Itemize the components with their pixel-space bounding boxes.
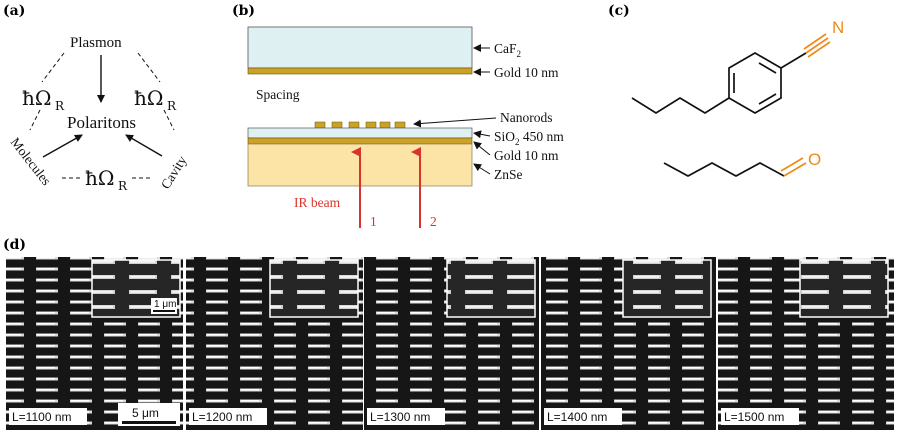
caf2-label: CaF2: [494, 41, 521, 59]
cavity-label: Cavity: [158, 153, 190, 192]
coupling-right: ħΩ R: [134, 86, 177, 113]
length-label-1400: L=1400 nm: [547, 410, 607, 424]
inset-scale-label: 1 μm: [154, 299, 176, 310]
svg-text:CaF2: CaF2: [494, 41, 521, 59]
svg-text:ħΩ: ħΩ: [22, 86, 51, 110]
beam-1-label: 1: [370, 214, 377, 229]
plasmon-label: Plasmon: [70, 35, 122, 51]
panel-d-label: (d): [3, 237, 26, 253]
sem-image-1200: L=1200 nm: [186, 257, 363, 430]
panel-d: (d) 1 μm L=1100 nm 5 μm L=1200 nm L=: [3, 237, 894, 430]
length-label-1500: L=1500 nm: [724, 410, 784, 424]
molecules-arrow: [42, 134, 83, 158]
coupling-bottom: ħΩ R: [85, 166, 128, 193]
sem-image-1100: 1 μm L=1100 nm 5 μm: [6, 257, 183, 430]
beam-2-label: 2: [430, 214, 437, 229]
svg-text:ħΩ: ħΩ: [85, 166, 114, 190]
panel-c-label: (c): [608, 3, 630, 19]
length-label-1200: L=1200 nm: [192, 410, 252, 424]
length-label-box: [544, 408, 622, 425]
svg-text:SiO2 450 nm: SiO2 450 nm: [494, 129, 564, 147]
svg-text:ħΩ: ħΩ: [134, 86, 163, 110]
molecules-label: Molecules: [8, 135, 54, 189]
main-scale-bar: [122, 421, 176, 424]
sem-image-1400: L=1400 nm: [541, 257, 716, 430]
inset-scale-bar: [153, 310, 175, 312]
length-label-box: [9, 408, 87, 425]
sem-image-1500: L=1500 nm: [718, 257, 894, 430]
polaritons-label: Polaritons: [67, 113, 136, 132]
svg-text:R: R: [118, 179, 128, 193]
sem-inset: [799, 259, 889, 318]
nitrile-nitrogen: N: [832, 18, 844, 37]
coupling-line: [163, 109, 175, 131]
sem-inset: [446, 259, 536, 318]
main-scale-box: [118, 403, 180, 426]
nanorods-label: Nanorods: [500, 110, 553, 125]
sem-inset: [622, 259, 712, 318]
coupling-left: ħΩ R: [22, 86, 65, 113]
main-scale-label: 5 μm: [132, 406, 159, 420]
panel-b: (b) CaF2 Gold 10 nm Spacing Nanorods: [232, 3, 564, 229]
coupling-line: [41, 52, 65, 83]
svg-text:R: R: [55, 99, 65, 113]
coupling-line: [29, 109, 41, 131]
znse-label: ZnSe: [494, 167, 523, 182]
caf2-window: [247, 26, 473, 69]
panel-a: (a) Plasmon Polaritons ħΩ R ħΩ R ħΩ R Mo…: [3, 3, 190, 193]
cavity-arrow: [125, 134, 163, 157]
sem-image-1300: L=1300 nm: [364, 257, 539, 430]
gold-layer-top: [247, 67, 473, 75]
length-label-box: [367, 408, 445, 425]
butylbenzonitrile-structure: [631, 33, 831, 115]
coupling-line: [137, 52, 161, 83]
sio2-label: SiO2 450 nm: [494, 129, 564, 147]
panel-b-label: (b): [232, 3, 255, 19]
gold-layer-bottom: [247, 137, 473, 145]
length-label-1100: L=1100 nm: [12, 410, 72, 424]
nanorods: [314, 121, 406, 129]
panel-c: (c) N O: [608, 3, 844, 177]
sem-inset: [269, 259, 359, 318]
aldehyde-oxygen: O: [808, 150, 821, 169]
svg-text:R: R: [167, 99, 177, 113]
length-label-box: [721, 408, 799, 425]
spacing-label: Spacing: [256, 87, 300, 102]
panel-a-label: (a): [3, 3, 25, 19]
ir-beam-label: IR beam: [294, 195, 341, 210]
length-label-1300: L=1300 nm: [370, 410, 430, 424]
hexanal-structure: [663, 157, 807, 177]
length-label-box: [189, 408, 267, 425]
gold-bottom-label: Gold 10 nm: [494, 148, 559, 163]
sio2-layer: [247, 127, 473, 139]
gold-top-label: Gold 10 nm: [494, 65, 559, 80]
